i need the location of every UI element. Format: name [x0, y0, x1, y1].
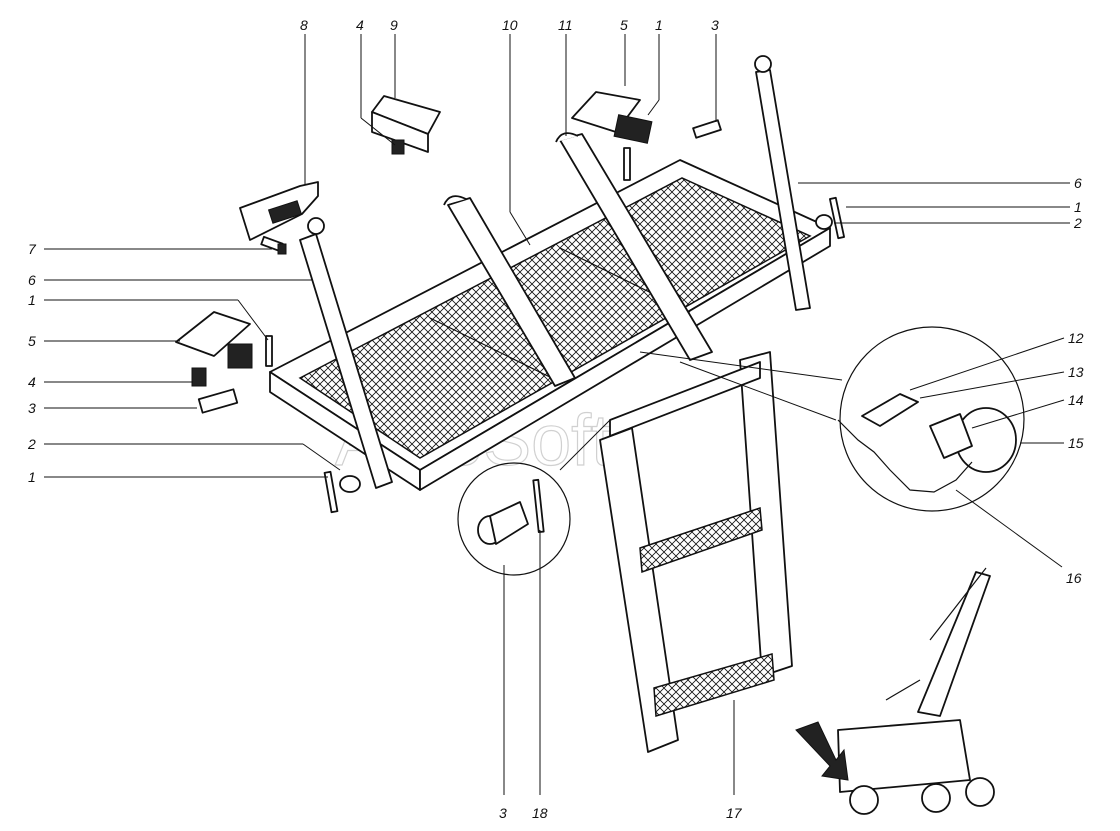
bolt-4-left	[191, 367, 207, 387]
bracket-5-top	[571, 91, 653, 181]
washer-2-left	[323, 470, 361, 514]
callout-6: 6	[28, 272, 36, 288]
ladder-17	[599, 351, 793, 753]
callout-8: 8	[300, 17, 308, 33]
bolt-3-top	[692, 119, 722, 139]
callout-2: 2	[1073, 215, 1082, 231]
callout-17: 17	[726, 805, 743, 821]
callout-7: 7	[28, 241, 37, 257]
callout-5: 5	[620, 17, 628, 33]
bolt-3-left	[197, 388, 239, 414]
callout-1: 1	[655, 17, 663, 33]
arrow-icon	[795, 721, 849, 781]
callout-4: 4	[28, 374, 36, 390]
callout-1: 1	[28, 292, 36, 308]
strut-right	[754, 55, 811, 311]
bracket-9	[371, 95, 441, 155]
callout-12: 12	[1068, 330, 1084, 346]
callout-1: 1	[1074, 199, 1082, 215]
callout-5: 5	[28, 333, 36, 349]
bolt-7	[260, 235, 287, 255]
callout-18: 18	[532, 805, 548, 821]
callout-1: 1	[28, 469, 36, 485]
callout-4: 4	[356, 17, 364, 33]
callout-2: 2	[27, 436, 36, 452]
callout-15: 15	[1068, 435, 1084, 451]
callout-numbers: 8 4 9 10 11 5 1 3 6 1 2 7 6 1 5 4 3 2 1 …	[27, 17, 1084, 821]
brace-11	[555, 132, 713, 361]
callout-6: 6	[1074, 175, 1082, 191]
callout-14: 14	[1068, 392, 1084, 408]
bracket-8	[239, 181, 319, 241]
brace-10	[443, 195, 576, 387]
platform-mesh-deck	[298, 177, 812, 459]
bracket-5-left	[175, 311, 273, 369]
leader-lines	[44, 34, 1070, 795]
chain-detail-callout	[837, 326, 1025, 512]
callout-3: 3	[711, 17, 719, 33]
callout-13: 13	[1068, 364, 1084, 380]
strut-left	[299, 217, 393, 489]
platform-frame	[269, 159, 831, 491]
pin-washer-right	[815, 196, 845, 240]
crane-illustration	[795, 567, 995, 815]
callout-16: 16	[1066, 570, 1082, 586]
callout-3: 3	[28, 400, 36, 416]
callout-11: 11	[558, 17, 573, 33]
callout-9: 9	[390, 17, 398, 33]
callout-10: 10	[502, 17, 518, 33]
pin-detail-callout	[457, 462, 571, 576]
callout-3: 3	[499, 805, 507, 821]
